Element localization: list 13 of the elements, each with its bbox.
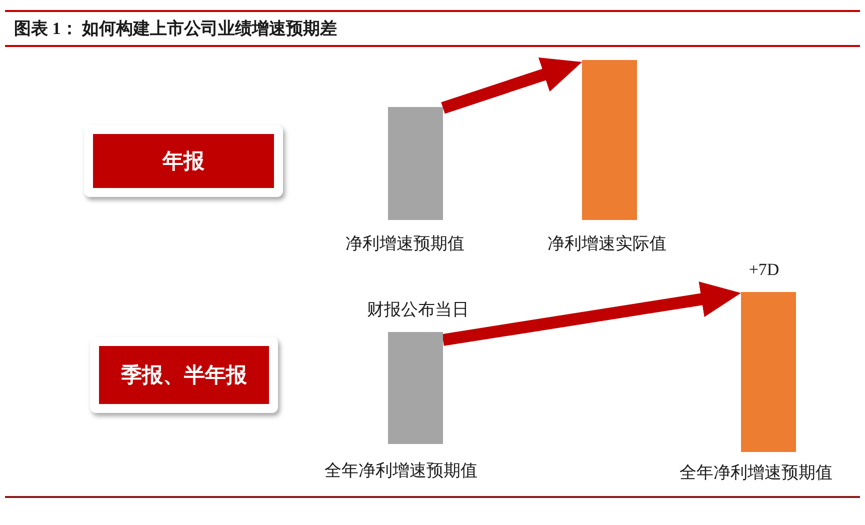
bar-label: 净利增速预期值 (346, 233, 464, 255)
arrow (441, 56, 584, 114)
bar (388, 107, 443, 220)
bar-label: 全年净利增速预期值 (680, 462, 832, 484)
bar (388, 332, 443, 444)
bar-label: 全年净利增速预期值 (324, 460, 478, 482)
bar-label: 净利增速实际值 (548, 233, 666, 255)
bar (741, 292, 796, 452)
arrow (442, 281, 742, 346)
title: 图表 1： 如何构建上市公司业绩增速预期差 (14, 18, 337, 40)
bar (582, 60, 637, 220)
bar-label: 财报公布当日 (367, 299, 469, 321)
bar-label: +7D (748, 259, 780, 281)
